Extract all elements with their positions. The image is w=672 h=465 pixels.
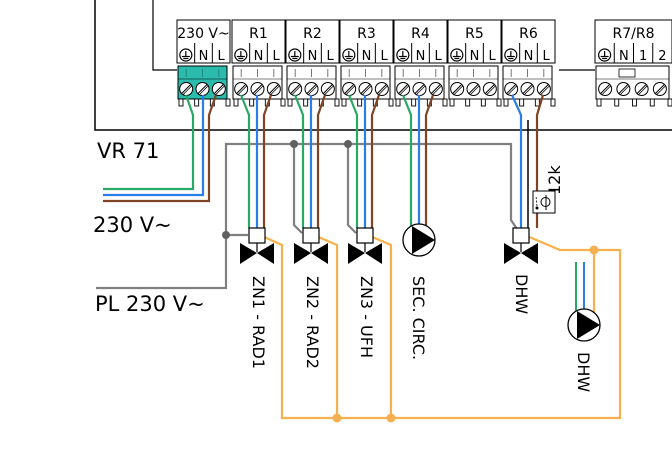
screw-terminal-icon [412,82,427,96]
terminal-label: R3 [357,26,376,42]
junction-dot [222,231,230,239]
dhw-pump-icon [567,308,601,342]
screw-terminal-icon [396,82,411,96]
pin-label: L [327,49,335,64]
terminal-label: R7/R8 [613,26,655,42]
dhw-pump-label: DHW [574,352,593,392]
screw-terminal-icon [598,82,613,96]
pin-label: 1 [639,49,647,64]
screw-terminal-icon [536,82,551,96]
pin-label: L [489,49,497,64]
terminal-label: R6 [519,26,538,42]
pin-label: L [218,49,226,64]
screw-terminal-icon [450,82,465,96]
r6-cable [510,94,545,228]
resistor-label: 12k [545,165,564,195]
sec-circ-pump-icon [402,223,436,257]
pin-label: N [619,49,629,64]
pin-label: N [254,49,264,64]
field-devices: ZN1 - RAD1 ZN2 - RAD2 ZN3 - UFH SEC. CIRC. D… [240,223,601,392]
terminal-label: R4 [411,26,430,42]
screw-terminal-icon [304,82,319,96]
junction-dot [290,140,298,148]
screw-terminal-icon [520,82,535,96]
screw-terminal-icon [179,82,194,96]
zn2-label: ZN2 - RAD2 [303,276,322,369]
zn3-label: ZN3 - UFH [357,276,376,358]
pl-input-label: PL 230 V~ [95,292,205,316]
r2-cable [293,94,327,228]
pin-label: N [470,49,480,64]
device-label: VR 71 [97,139,159,163]
screw-terminal-icon [320,82,335,96]
terminal-label: R2 [303,26,322,42]
zn1-label: ZN1 - RAD1 [249,276,268,369]
r1-cable [239,94,273,228]
screw-terminal-icon [266,82,281,96]
pin-label: N [416,49,426,64]
pipe-junction [589,245,599,255]
hydraulic-pipework [261,234,622,420]
screw-terminal-icon [652,82,667,96]
screw-terminal-icon [482,82,497,96]
pl-control-line [96,142,520,290]
screw-terminal-icon [195,82,210,96]
pin-label: L [543,49,551,64]
screw-terminal-icon [616,82,631,96]
junction-dot [344,140,352,148]
screw-terminal-icon [504,82,519,96]
r4-cable [401,94,435,227]
screw-terminal-icon [211,82,226,96]
pin-label: N [308,49,318,64]
screw-terminal-icon [634,82,649,96]
pin-label: 2 [658,49,666,64]
pipe-junction [386,413,396,423]
mains-input-label: 230 V~ [93,213,172,237]
pin-label: L [381,49,389,64]
zone-valve-zn1-icon [240,227,274,264]
inner-board [152,0,595,71]
screw-terminal-icon [374,82,389,96]
vr71-housing [94,0,672,131]
screw-terminal-icon [466,82,481,96]
pin-label: N [199,49,209,64]
screw-terminal-icon [288,82,303,96]
zone-valve-zn3-icon [348,227,382,264]
screw-terminal-icon [234,82,249,96]
mains-input-cable [103,94,218,203]
pin-label: N [362,49,372,64]
r3-cable [347,94,381,228]
terminal-label: R5 [465,26,484,42]
dhw-valve-label: DHW [512,274,531,314]
sec-circ-label: SEC. CIRC. [409,276,428,360]
screw-terminal-icon [250,82,265,96]
pipe-junction [332,413,342,423]
terminal-label: R1 [249,26,268,42]
pin-label: N [524,49,534,64]
dhw-thermostat-icon [532,190,556,214]
pin-label: L [273,49,281,64]
zone-valve-zn2-icon [294,227,328,264]
terminal-label: 230 V~ [177,26,229,42]
pin-label: L [435,49,443,64]
screw-terminal-icon [358,82,373,96]
screw-terminal-icon [342,82,357,96]
dhw-diverter-valve-icon [504,227,538,264]
screw-terminal-icon [428,82,443,96]
